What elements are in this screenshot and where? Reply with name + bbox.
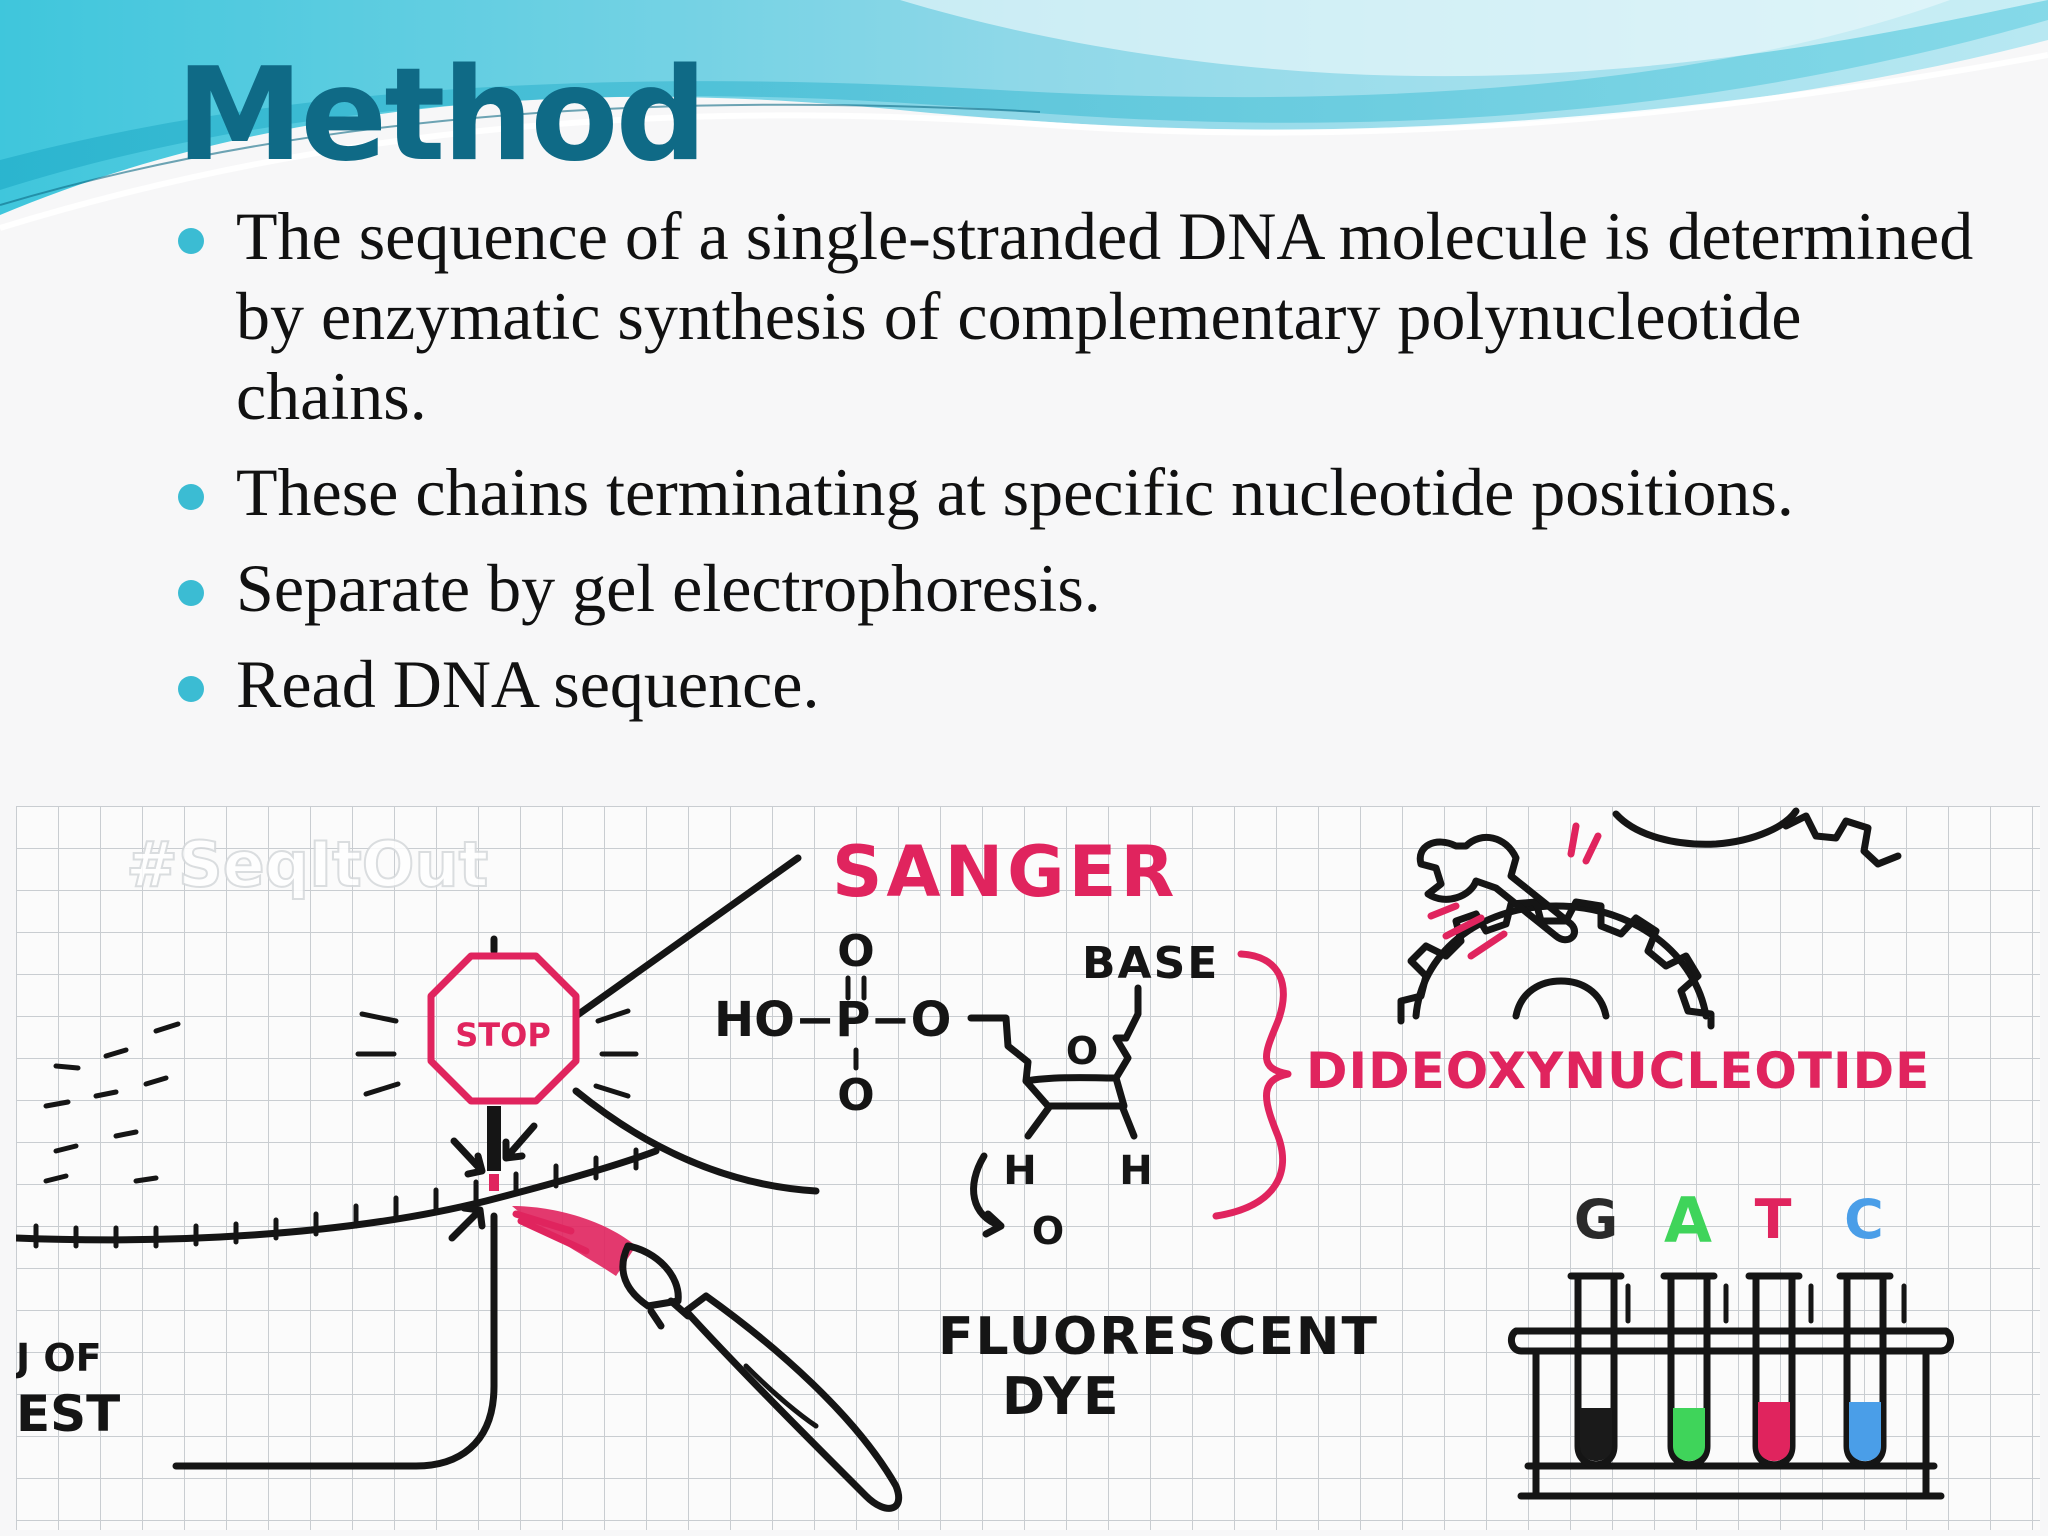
- bullet-item: The sequence of a single-stranded DNA mo…: [176, 196, 2006, 436]
- bullet-dot-icon: [178, 580, 204, 606]
- bullet-dot-icon: [178, 228, 204, 254]
- test-tube: [1836, 1272, 1894, 1469]
- hydrogen-right: H: [1119, 1148, 1152, 1194]
- phosphate-top-oxygen: O: [837, 926, 874, 977]
- stop-sign-icon: [43, 935, 639, 1242]
- fluorescent-label: FLUORESCENT: [938, 1307, 1379, 1367]
- bullet-dot-icon: [178, 484, 204, 510]
- slide-title: Method: [176, 41, 707, 190]
- tube-letter-c: C: [1844, 1188, 1884, 1251]
- sanger-sequencing-illustration: #SeqItOut SANGER J OF EST: [16, 806, 2040, 1530]
- bullet-text: The sequence of a single-stranded DNA mo…: [236, 198, 1974, 434]
- tube-letter-t: T: [1755, 1188, 1792, 1251]
- cut-label-line2: EST: [16, 1385, 120, 1443]
- stop-sign-text: STOP: [455, 1016, 551, 1054]
- bullet-text: These chains terminating at specific nuc…: [236, 454, 1794, 530]
- illustration-canvas: #SeqItOut SANGER J OF EST: [16, 806, 2040, 1530]
- dna-strand: [16, 1147, 660, 1249]
- double-bond: [845, 975, 867, 1001]
- gear-icon: [1397, 807, 1902, 1030]
- cut-label-line1: J OF: [16, 1336, 102, 1380]
- bullet-item: These chains terminating at specific nuc…: [176, 452, 2006, 532]
- bullet-item: Separate by gel electrophoresis.: [176, 548, 2006, 628]
- zoom-line-top: [572, 854, 802, 1020]
- wrench-icon: [1416, 822, 1602, 960]
- phosphate-row: HO−P−O: [714, 992, 951, 1048]
- dideoxynucleotide-label: DIDEOXYNUCLEOTIDE: [1306, 1042, 1930, 1100]
- hydrogen-left: H: [1003, 1148, 1036, 1194]
- phosphate-bottom-oxygen: O: [837, 1070, 874, 1121]
- bullet-item: Read DNA sequence.: [176, 644, 2006, 724]
- missing-oxygen-arrow: [970, 1152, 1005, 1238]
- bullet-list: The sequence of a single-stranded DNA mo…: [176, 196, 2006, 740]
- bullet-text: Read DNA sequence.: [236, 646, 820, 722]
- sanger-heading: SANGER: [832, 831, 1178, 913]
- bullet-dot-icon: [178, 676, 204, 702]
- zoom-line-bottom: [572, 1087, 820, 1195]
- tube-letter-g: G: [1574, 1188, 1618, 1251]
- pointer-line: [172, 1212, 498, 1470]
- test-tube-rack-icon: [1507, 1272, 1955, 1500]
- paintbrush-icon: [512, 1206, 903, 1512]
- tube-letter-a: A: [1664, 1184, 1712, 1257]
- test-tube: [1660, 1272, 1718, 1469]
- missing-oxygen: O: [1032, 1209, 1064, 1253]
- header-wave-decoration: [0, 0, 2048, 231]
- watermark-text: #SeqItOut: [126, 828, 488, 901]
- curly-brace: [1212, 950, 1292, 1220]
- sugar-ring: [967, 984, 1142, 1140]
- dye-label: DYE: [1002, 1367, 1121, 1427]
- bullet-text: Separate by gel electrophoresis.: [236, 550, 1101, 626]
- base-label: BASE: [1082, 938, 1219, 989]
- ring-oxygen: O: [1066, 1029, 1098, 1073]
- test-tube: [1745, 1272, 1803, 1469]
- test-tube: [1567, 1272, 1625, 1469]
